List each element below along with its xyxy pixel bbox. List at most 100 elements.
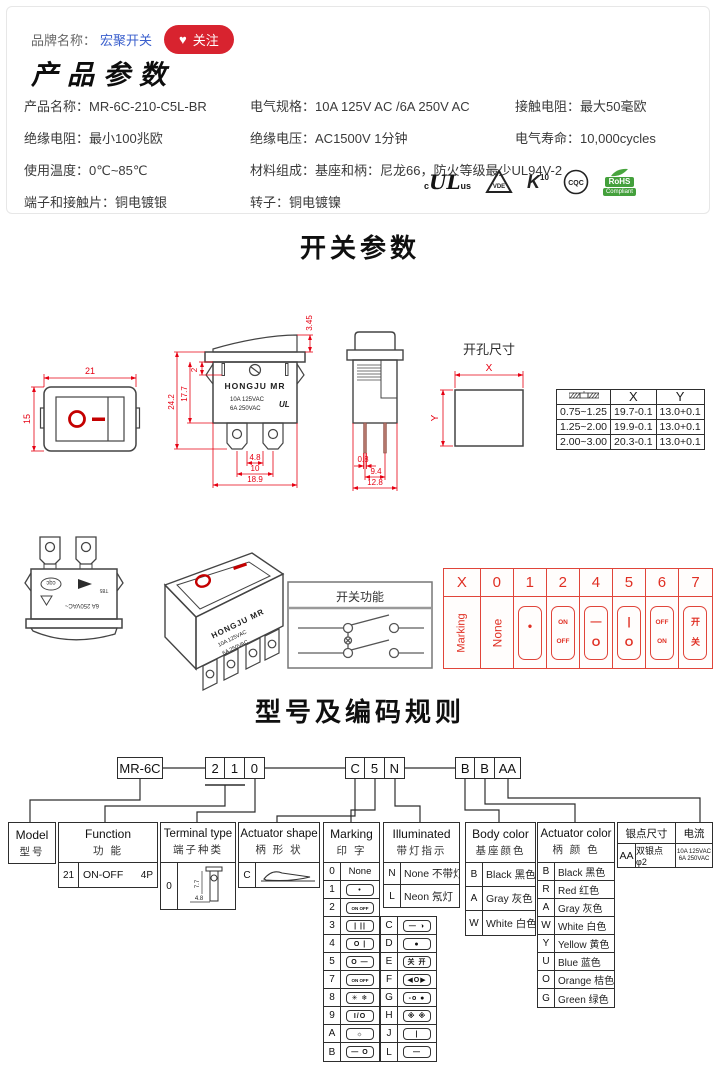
table-row: D ● bbox=[381, 935, 436, 953]
front-view-drawing bbox=[39, 386, 141, 452]
svg-text:VDE: VDE bbox=[493, 184, 505, 190]
vde-logo-icon: VDE bbox=[485, 169, 513, 193]
coding-connector-lines bbox=[29, 767, 701, 822]
rohs-logo-icon: RoHS Compliant bbox=[602, 168, 636, 196]
end-view-dimensions: 0.8 9.4 12.8 bbox=[352, 423, 398, 491]
spec-product-name: 产品名称：MR-6C-210-C5L-BR bbox=[24, 99, 207, 114]
table-row: U Blue 蓝色 bbox=[538, 953, 614, 971]
code-box-function-terminal: 2 1 0 bbox=[205, 757, 265, 779]
svg-text:HONGJU MR: HONGJU MR bbox=[225, 381, 286, 391]
coding-diagram: MR-6C 2 1 0 C 5 N B B AA Model 型号 Functi… bbox=[0, 740, 720, 1066]
spec-terminal-plating: 端子和接触片：铜电镀银 bbox=[24, 195, 168, 210]
product-params-card: 品牌名称： 宏聚开关 ♥ 关注 产品参数 bbox=[6, 6, 710, 214]
svg-text:10: 10 bbox=[251, 464, 260, 473]
table-row: 9 I/O bbox=[324, 1007, 379, 1025]
spec-insulation-resistance: 绝缘电阻：最小100兆欧 bbox=[24, 131, 163, 146]
marking-symbol: 开关 bbox=[683, 605, 708, 660]
table-row: 21 ON-OFF 4P bbox=[59, 863, 157, 887]
svg-text:3.45: 3.45 bbox=[305, 315, 314, 331]
svg-text:6A 250VAC~: 6A 250VAC~ bbox=[64, 602, 99, 608]
svg-text:CQC: CQC bbox=[568, 180, 584, 187]
svg-text:12.8: 12.8 bbox=[367, 478, 383, 487]
table-row: 1 • bbox=[324, 881, 379, 899]
svg-text:18.9: 18.9 bbox=[247, 475, 263, 484]
table-row: 4 O | bbox=[324, 935, 379, 953]
svg-text:6A 250VAC: 6A 250VAC bbox=[230, 406, 261, 412]
svg-text:21: 21 bbox=[85, 366, 95, 376]
marking-symbol: |O bbox=[617, 605, 641, 660]
terminal-drawing-icon: 7.7 4.8 bbox=[189, 866, 222, 903]
table-row: 2.00~3.00 20.3-0.1 13.0+0.1 bbox=[555, 434, 705, 450]
table-row: F ◀O▶ bbox=[381, 971, 436, 989]
table-row: 1.25~2.00 19.9-0.1 13.0+0.1 bbox=[555, 419, 705, 435]
svg-text:T85: T85 bbox=[99, 587, 108, 593]
table-row: 8 ✳ ❄ bbox=[324, 989, 379, 1007]
table-row: 3 | || bbox=[324, 917, 379, 935]
cqc-logo-icon: CQC bbox=[563, 169, 589, 195]
side-view-dimensions: 3.45 2 17.7 24.2 4.8 10 18.9 bbox=[167, 315, 314, 488]
panel-thickness-icon bbox=[555, 389, 612, 405]
marking-table-2: C — ◑ D ● E 关 开 F ◀O▶ G -o ● H ※ ※ bbox=[380, 916, 437, 1062]
svg-text:开孔尺寸: 开孔尺寸 bbox=[463, 342, 515, 357]
table-row: J | bbox=[381, 1025, 436, 1043]
spec-contact-resistance: 接触电阻：最大50毫欧 bbox=[515, 99, 647, 114]
spec-electrical-rating: 电气规格：10A 125V AC /6A 250V AC bbox=[250, 99, 470, 114]
svg-text:4.8: 4.8 bbox=[249, 453, 261, 462]
table-row: A Gray 灰色 bbox=[538, 899, 614, 917]
svg-text:Y: Y bbox=[430, 414, 441, 421]
table-row: 银点尺寸 电流 bbox=[618, 823, 712, 844]
table-row: W White 白色 bbox=[538, 917, 614, 935]
svg-text:17.7: 17.7 bbox=[180, 386, 189, 402]
function-table: Function 功 能 21 ON-OFF 4P bbox=[58, 822, 158, 888]
side-view-drawing: HONGJU MR 10A 125VAC 6A 250VAC UL bbox=[204, 334, 306, 450]
table-row: C — ◑ bbox=[381, 917, 436, 935]
table-row: B — O bbox=[324, 1043, 379, 1061]
product-views: cqc 6A 250VAC~ T85 HONGJU MR 10A 125VAC … bbox=[24, 536, 433, 691]
bottom-view-drawing: cqc 6A 250VAC~ T85 bbox=[24, 536, 124, 641]
svg-text:15: 15 bbox=[22, 414, 32, 424]
follow-button[interactable]: ♥ 关注 bbox=[164, 25, 234, 54]
marking-symbol: • bbox=[518, 605, 542, 660]
table-row: 2 ON OFF bbox=[324, 899, 379, 917]
actuator-shape-table: Actuator shape 柄 形 状 C bbox=[238, 822, 320, 888]
table-row: E 关 开 bbox=[381, 953, 436, 971]
table-row: G -o ● bbox=[381, 989, 436, 1007]
table-row: L — bbox=[381, 1043, 436, 1061]
svg-text:2: 2 bbox=[190, 367, 199, 372]
svg-text:10A 125VAC: 10A 125VAC bbox=[230, 397, 265, 403]
table-row: A ☼ bbox=[324, 1025, 379, 1043]
table-row: AA 双银点 φ2 10A 125VAC 6A 250VAC bbox=[619, 844, 711, 867]
switch-params-title: 开关参数 bbox=[299, 233, 420, 263]
table-row: H ※ ※ bbox=[381, 1007, 436, 1025]
hole-size-drawing: 开孔尺寸 X Y bbox=[430, 342, 524, 447]
table-row: O Orange 桔色 bbox=[538, 971, 614, 989]
brand-label: 品牌名称： bbox=[31, 33, 97, 48]
params-title: 产品参数 bbox=[31, 60, 175, 91]
table-row: B Black 黑色 bbox=[538, 863, 614, 881]
svg-text:cqc: cqc bbox=[46, 579, 55, 585]
marking-symbol: —O bbox=[584, 605, 608, 660]
svg-text:4.8: 4.8 bbox=[194, 896, 203, 902]
table-row: N None 不带灯 bbox=[384, 863, 459, 885]
spec-operating-temp: 使用温度：0℃~85℃ bbox=[24, 163, 148, 178]
hole-dimension-table: X Y 0.75~1.25 19.7-0.1 13.0+0.1 1.25~2.0… bbox=[555, 389, 705, 450]
illuminated-table: Illuminated 带灯指示 N None 不带灯 L Neon 氖灯 bbox=[383, 822, 460, 908]
table-row: C bbox=[239, 863, 319, 887]
rocker-shape-icon bbox=[260, 871, 315, 882]
table-row: 5 O — bbox=[324, 953, 379, 971]
perspective-view-drawing: HONGJU MR 10A 125VAC 6A 250VAC bbox=[163, 552, 285, 691]
dimension-drawings: 21 15 HONGJU MR 10A 125VAC 6A 250VAC UL bbox=[22, 315, 524, 491]
actuator-color-table: Actuator color 柄 颜 色 B Black 黑色 R Red 红色… bbox=[537, 822, 615, 1008]
code-box-model: MR-6C bbox=[117, 757, 163, 779]
svg-text:开关功能: 开关功能 bbox=[336, 590, 384, 604]
spec-electrical-life: 电气寿命：10,000cycles bbox=[515, 131, 656, 146]
brand-link[interactable]: 宏聚开关 bbox=[100, 33, 153, 48]
code-box-colors-silver: B B AA bbox=[455, 757, 521, 779]
